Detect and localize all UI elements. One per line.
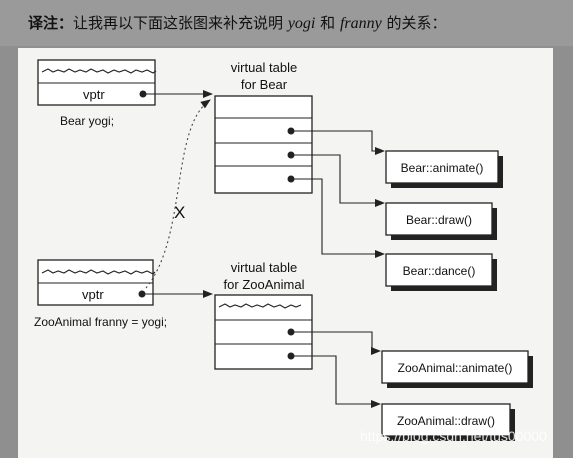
cross-mark: X bbox=[174, 203, 185, 222]
svg-text:ZooAnimal::animate(): ZooAnimal::animate() bbox=[398, 361, 513, 375]
data-squiggle bbox=[218, 303, 302, 309]
zoo-vptr-label: vptr bbox=[82, 287, 104, 302]
zoo-object-caption: ZooAnimal franny = yogi; bbox=[34, 315, 167, 329]
header-caption: 译注：让我再以下面这张图来补充说明 yogi 和 franny 的关系： bbox=[28, 12, 447, 33]
bear-vptr-label: vptr bbox=[83, 87, 105, 102]
bear-object-caption: Bear yogi; bbox=[60, 114, 114, 128]
func-zoo-animate: ZooAnimal::animate() bbox=[381, 350, 533, 388]
data-squiggle bbox=[41, 269, 156, 275]
func-bear-animate: Bear::animate() bbox=[385, 150, 503, 188]
data-squiggle bbox=[41, 68, 157, 74]
note-label: 译注： bbox=[28, 14, 74, 32]
zoo-vtable: virtual table for ZooAnimal bbox=[214, 260, 313, 370]
bear-vtable-title-2: for Bear bbox=[241, 77, 288, 92]
invalid-pointer-dotted-arrow bbox=[145, 99, 211, 289]
connectors bbox=[142, 90, 385, 408]
bear-object: vptr Bear yogi; bbox=[37, 59, 157, 128]
bear-vtable-title-1: virtual table bbox=[231, 60, 297, 75]
zoo-vtable-title-1: virtual table bbox=[231, 260, 297, 275]
var-yogi: yogi bbox=[287, 15, 316, 32]
func-bear-draw: Bear::draw() bbox=[385, 202, 497, 240]
func-bear-dance: Bear::dance() bbox=[385, 253, 497, 291]
func-zoo-draw: ZooAnimal::draw() bbox=[381, 403, 515, 441]
svg-text:Bear::animate(): Bear::animate() bbox=[401, 161, 484, 175]
header-conj: 和 bbox=[320, 14, 336, 32]
watermark-text: https://blog.csdn.net/tus00000 bbox=[360, 428, 547, 444]
header-text-after: 的关系： bbox=[386, 14, 447, 32]
zoo-vtable-title-2: for ZooAnimal bbox=[224, 277, 305, 292]
zoo-object: vptr ZooAnimal franny = yogi; bbox=[34, 259, 167, 329]
header-text-before: 让我再以下面这张图来补充说明 bbox=[73, 14, 284, 32]
svg-text:ZooAnimal::draw(): ZooAnimal::draw() bbox=[397, 414, 495, 428]
bear-vtable: virtual table for Bear bbox=[214, 60, 313, 194]
svg-text:Bear::draw(): Bear::draw() bbox=[406, 213, 472, 227]
var-franny: franny bbox=[339, 15, 382, 32]
header-bar bbox=[0, 0, 573, 46]
svg-text:Bear::dance(): Bear::dance() bbox=[403, 264, 476, 278]
